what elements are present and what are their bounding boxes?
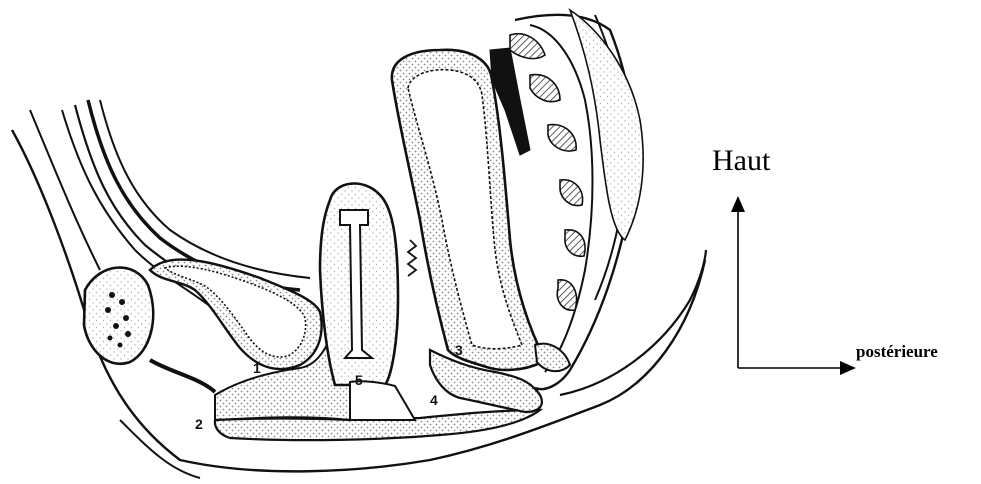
region-label-1: 1 bbox=[253, 360, 261, 376]
axis-right-arrowhead bbox=[840, 361, 856, 375]
coccyx bbox=[535, 344, 570, 371]
axis-right-label: postérieure bbox=[856, 342, 938, 362]
region-label-2: 2 bbox=[195, 416, 203, 432]
sphincter-mark bbox=[408, 240, 416, 276]
axis-up-arrowhead bbox=[731, 196, 745, 212]
vertebrae bbox=[510, 34, 585, 311]
region-label-5: 5 bbox=[355, 372, 363, 388]
axis-up-label: Haut bbox=[712, 144, 770, 178]
pubic-bone bbox=[84, 268, 153, 364]
orientation-axes bbox=[731, 196, 856, 375]
skin-fold bbox=[120, 420, 200, 478]
region-label-3: 3 bbox=[455, 342, 463, 358]
urethra bbox=[150, 360, 215, 392]
region-label-4: 4 bbox=[430, 392, 438, 408]
